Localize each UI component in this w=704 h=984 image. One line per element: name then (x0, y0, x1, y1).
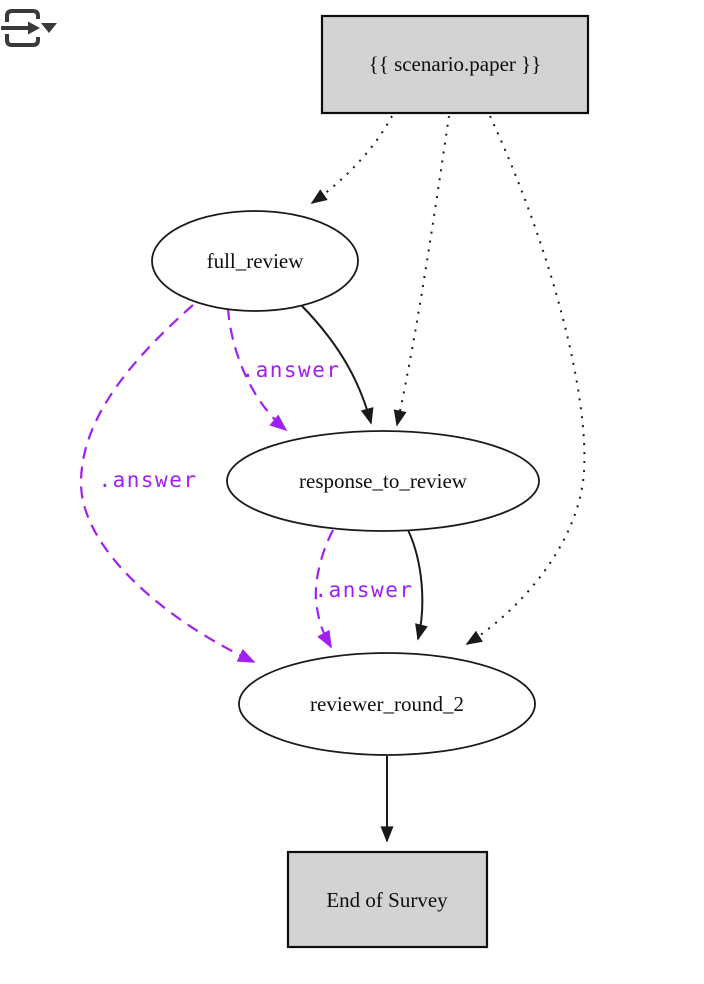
dropdown-caret-icon (41, 23, 57, 33)
edge-answer-full-review-to-response-to-review (226, 307, 288, 432)
node-scenario-paper-label: {{ scenario.paper }} (369, 52, 542, 76)
edge-full-review-to-response-to-review (301, 305, 374, 425)
edge-label-answer-2: .answer (98, 468, 197, 492)
node-scenario-paper: {{ scenario.paper }} (320, 14, 590, 115)
node-reviewer-round-2: reviewer_round_2 (238, 652, 536, 756)
node-reviewer-round-2-label: reviewer_round_2 (310, 692, 464, 716)
edge-answer-response-to-review-to-reviewer-round-2 (314, 529, 334, 649)
node-full-review: full_review (151, 210, 359, 312)
node-reviewer-round-2-ellipse (238, 652, 536, 756)
edge-scenario-to-full-review (310, 115, 393, 204)
flow-icon-arrow-head (28, 21, 40, 35)
node-end-of-survey: End of Survey (286, 850, 489, 949)
flow-icon-bottom-bracket (5, 34, 40, 47)
flow-export-icon[interactable] (1, 9, 57, 47)
edge-scenario-to-reviewer-round-2 (465, 115, 586, 645)
node-end-of-survey-box (286, 850, 489, 949)
node-full-review-label: full_review (207, 249, 305, 273)
node-end-of-survey-label: End of Survey (326, 888, 448, 912)
edge-label-answer-3: .answer (314, 578, 413, 602)
node-response-to-review: response_to_review (226, 430, 540, 532)
node-scenario-paper-box (320, 14, 590, 115)
edge-answer-full-review-to-reviewer-round-2 (79, 304, 256, 663)
edge-response-to-review-to-reviewer-round-2 (407, 529, 428, 641)
node-response-to-review-label: response_to_review (299, 469, 468, 493)
flow-icon-top-bracket (5, 9, 40, 22)
node-full-review-ellipse (151, 210, 359, 312)
edge-label-answer-1: .answer (241, 358, 340, 382)
edge-scenario-to-response-to-review (393, 115, 450, 427)
node-response-to-review-ellipse (226, 430, 540, 532)
